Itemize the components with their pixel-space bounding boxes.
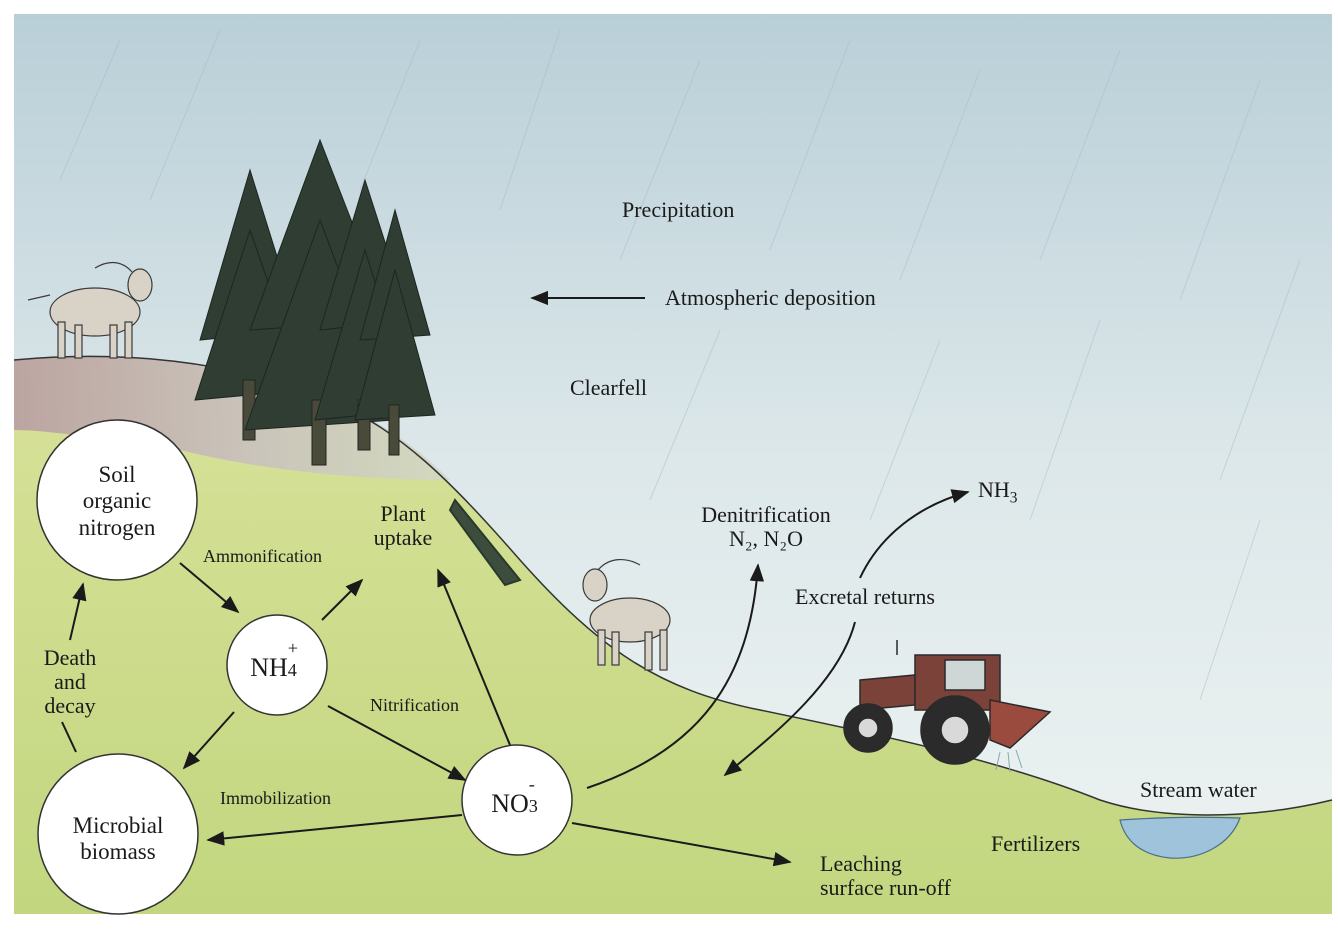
ammonification-label: Ammonification bbox=[203, 547, 322, 567]
nh4-base: NH bbox=[250, 653, 288, 682]
nh3-label: NH3 bbox=[978, 478, 1017, 507]
nh3-subscript: 3 bbox=[1010, 489, 1018, 506]
denitrification-products: N₂, N₂O bbox=[686, 527, 846, 551]
nh4-superscript: + bbox=[288, 638, 298, 659]
microbial-biomass-label: Microbial biomass bbox=[48, 813, 188, 866]
excretal-returns-label: Excretal returns bbox=[795, 585, 935, 609]
soil-line-3: nitrogen bbox=[47, 515, 187, 541]
denitrification-title: Denitrification bbox=[686, 503, 846, 527]
atmospheric-deposition-label: Atmospheric deposition bbox=[665, 286, 876, 310]
leaching-label: Leaching surface run-off bbox=[820, 852, 951, 900]
nitrification-label: Nitrification bbox=[370, 696, 459, 716]
no3-superscript: - bbox=[529, 774, 535, 795]
nh3-base: NH bbox=[978, 477, 1010, 502]
no3-subscript: 3 bbox=[529, 796, 538, 817]
leaching-line-1: Leaching bbox=[820, 852, 951, 876]
death-decay-line-1: Death bbox=[30, 646, 110, 670]
soil-line-1: Soil bbox=[47, 462, 187, 488]
death-and-decay-label: Death and decay bbox=[30, 646, 110, 719]
fertilizers-label: Fertilizers bbox=[991, 832, 1080, 856]
plant-uptake-label: Plant uptake bbox=[360, 502, 446, 550]
microbial-line-2: biomass bbox=[48, 839, 188, 865]
leaching-line-2: surface run-off bbox=[820, 876, 951, 900]
clearfell-label: Clearfell bbox=[570, 376, 647, 400]
no3-base: NO bbox=[491, 789, 529, 818]
nh4-subscript: 4 bbox=[288, 660, 297, 681]
denitrification-label: Denitrification N₂, N₂O bbox=[686, 503, 846, 551]
nh4-label: NH+4 bbox=[232, 650, 322, 683]
soil-organic-nitrogen-label: Soil organic nitrogen bbox=[47, 462, 187, 541]
death-decay-line-2: and bbox=[30, 670, 110, 694]
soil-line-2: organic bbox=[47, 488, 187, 514]
microbial-line-1: Microbial bbox=[48, 813, 188, 839]
no3-label: NO-3 bbox=[472, 786, 562, 819]
plant-uptake-line-2: uptake bbox=[360, 526, 446, 550]
plant-uptake-line-1: Plant bbox=[360, 502, 446, 526]
death-decay-line-3: decay bbox=[30, 694, 110, 718]
precipitation-label: Precipitation bbox=[622, 198, 734, 222]
stream-water-label: Stream water bbox=[1140, 778, 1257, 802]
immobilization-label: Immobilization bbox=[220, 789, 331, 809]
